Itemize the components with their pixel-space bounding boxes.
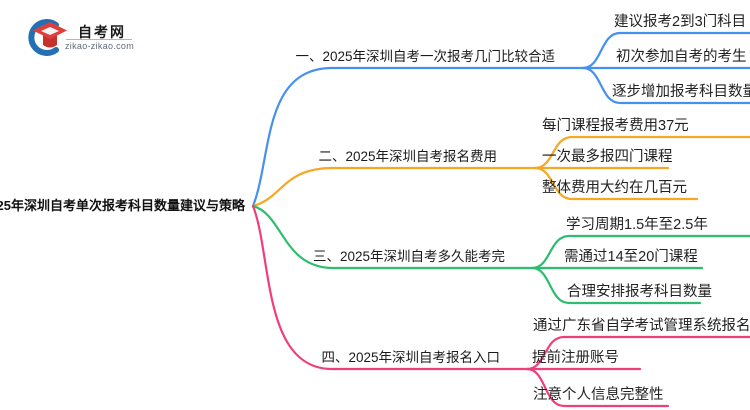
logo-title: 自考网 [78,24,126,40]
branch-3-child-1: 学习周期1.5年至2.5年 [566,217,708,233]
branch-3-lines [251,204,750,305]
site-logo: 自考网 zikao-zikao.com [24,14,144,58]
branch-1-lines [251,31,750,208]
logo-domain: zikao-zikao.com [65,41,135,51]
branch-4-child-3: 注意个人信息完整性 [533,387,664,403]
branch-1-child-3: 逐步增加报考科目数量 [612,84,750,100]
branch-3-label: 三、2025年深圳自考多久能考完 [312,249,505,264]
branch-2-lines [251,135,750,208]
branch-1-child-2: 初次参加自考的考生 [616,49,747,65]
branch-4-label: 四、2025年深圳自考报名入口 [321,350,500,365]
branch-3-child-3: 合理安排报考科目数量 [567,284,712,300]
branch-4-child-1: 通过广东省自学考试管理系统报名 [533,318,750,334]
graduation-cap-icon [28,19,67,56]
root-node-label: 2025年深圳自考单次报考科目数量建议与策略 [0,198,245,213]
branch-3-child-2: 需通过14至20门课程 [564,249,698,265]
branch-4-lines [251,204,750,408]
branch-2-child-1: 每门课程报考费用37元 [542,118,689,134]
logo-divider [66,39,132,40]
branch-2-child-3: 整体费用大约在几百元 [542,180,687,196]
branch-1-label: 一、2025年深圳自考一次报考几门比较合适 [295,49,555,64]
branch-2-child-2: 一次最多报四门课程 [542,149,673,165]
branch-4-child-2: 提前注册账号 [532,350,619,366]
branch-2-label: 二、2025年深圳自考报名费用 [318,149,497,164]
branch-1-child-1: 建议报考2到3门科目 [614,14,747,30]
